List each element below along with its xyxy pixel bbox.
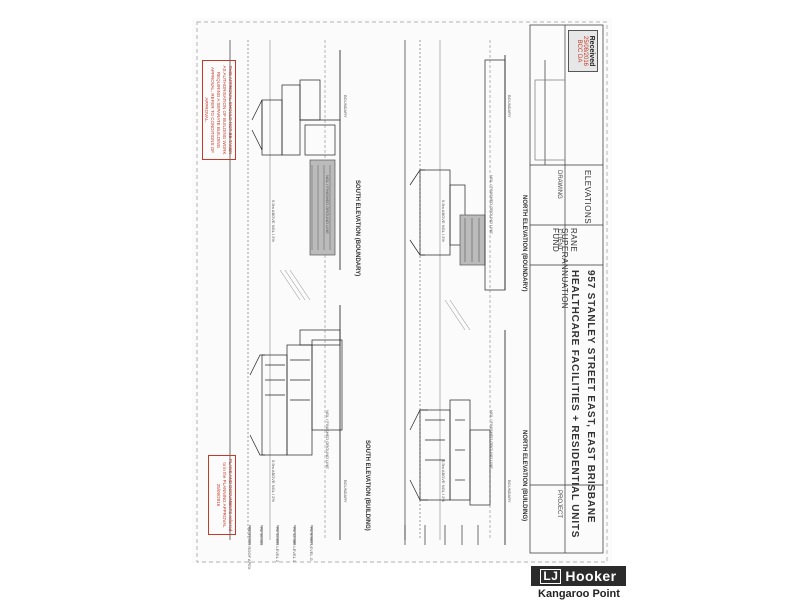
level-g: RL 8.985 LEVEL G bbox=[309, 527, 314, 561]
received-title: Received bbox=[588, 35, 595, 67]
level-rl-16595: RL 16.595 bbox=[259, 527, 264, 546]
office-name: Kangaroo Point bbox=[538, 588, 620, 600]
project-name: HEALTHCARE FACILITIES + RESIDENTIAL UNIT… bbox=[569, 270, 580, 539]
boundary-note-north-building: BOUNDARY bbox=[507, 480, 512, 503]
north-elevation-boundary-label: NORTH ELEVATION (BOUNDARY) bbox=[521, 195, 527, 292]
client-name: RANE SUPERANNUATION FUND bbox=[551, 228, 578, 309]
boundary-note-south-building: BOUNDARY bbox=[343, 480, 348, 503]
approval-stamp-top: THIS APPROVAL SHOULD NOT BE TAKEN AS AUT… bbox=[202, 60, 236, 160]
approval-stamp-bottom: PLANS AND DOCUMENTS referred to in the P… bbox=[208, 455, 236, 535]
level-1: RL 12.480 LEVEL 1 bbox=[292, 527, 297, 563]
boundary-note-south: BOUNDARY bbox=[343, 95, 348, 118]
ground-line-note-north-building: NGL / FINISHED GROUND LINE bbox=[489, 410, 494, 469]
approval-stamp-bottom-text: PLANS AND DOCUMENTS referred to in the P… bbox=[216, 458, 233, 532]
ground-line-note-south: NGL / FINISHED GROUND LINE bbox=[325, 175, 330, 234]
level-roof-apex: RL 17.005 ROOF APEX bbox=[247, 527, 252, 570]
drawing-name: ELEVATIONS bbox=[583, 170, 592, 225]
height-plane-note-north: 9.5m ABOVE NGL / 2% bbox=[441, 200, 446, 242]
ground-line-note-south-building: NGL / FINISHED GROUND LINE bbox=[325, 410, 330, 469]
ground-line-note-north: NGL / FINISHED GROUND LINE bbox=[489, 175, 494, 234]
received-date: 25/08/2016 bbox=[582, 35, 588, 67]
height-plane-note-south: 9.5m ABOVE NGL / 2% bbox=[271, 200, 276, 242]
north-elevation-building-label: NORTH ELEVATION (BUILDING) bbox=[521, 430, 527, 522]
height-plane-note-south-building: 9.5m ABOVE NGL / 2% bbox=[271, 460, 276, 502]
height-plane-note-north-building: 9.5m ABOVE NGL / 2% bbox=[441, 460, 446, 502]
approval-stamp-top-text: THIS APPROVAL SHOULD NOT BE TAKEN AS AUT… bbox=[204, 65, 233, 155]
received-stamp: Received 25/08/2016 BCC DA bbox=[568, 30, 598, 72]
project-address: 957 STANLEY STREET EAST, EAST BRISBANE bbox=[585, 270, 596, 524]
south-elevation-building-label: SOUTH ELEVATION (BUILDING) bbox=[364, 440, 370, 531]
boundary-note-north: BOUNDARY bbox=[507, 95, 512, 118]
logo-mark: LJ bbox=[540, 568, 562, 584]
drawing-label: DRAWING bbox=[556, 170, 562, 199]
logo-text: Hooker bbox=[565, 568, 617, 584]
lj-hooker-logo: LJ Hooker bbox=[531, 566, 626, 586]
south-elevation-boundary-label: SOUTH ELEVATION (BOUNDARY) bbox=[354, 180, 360, 277]
level-2: RL 15.895 LEVEL 2 bbox=[275, 527, 280, 563]
project-label: PROJECT bbox=[556, 490, 562, 519]
